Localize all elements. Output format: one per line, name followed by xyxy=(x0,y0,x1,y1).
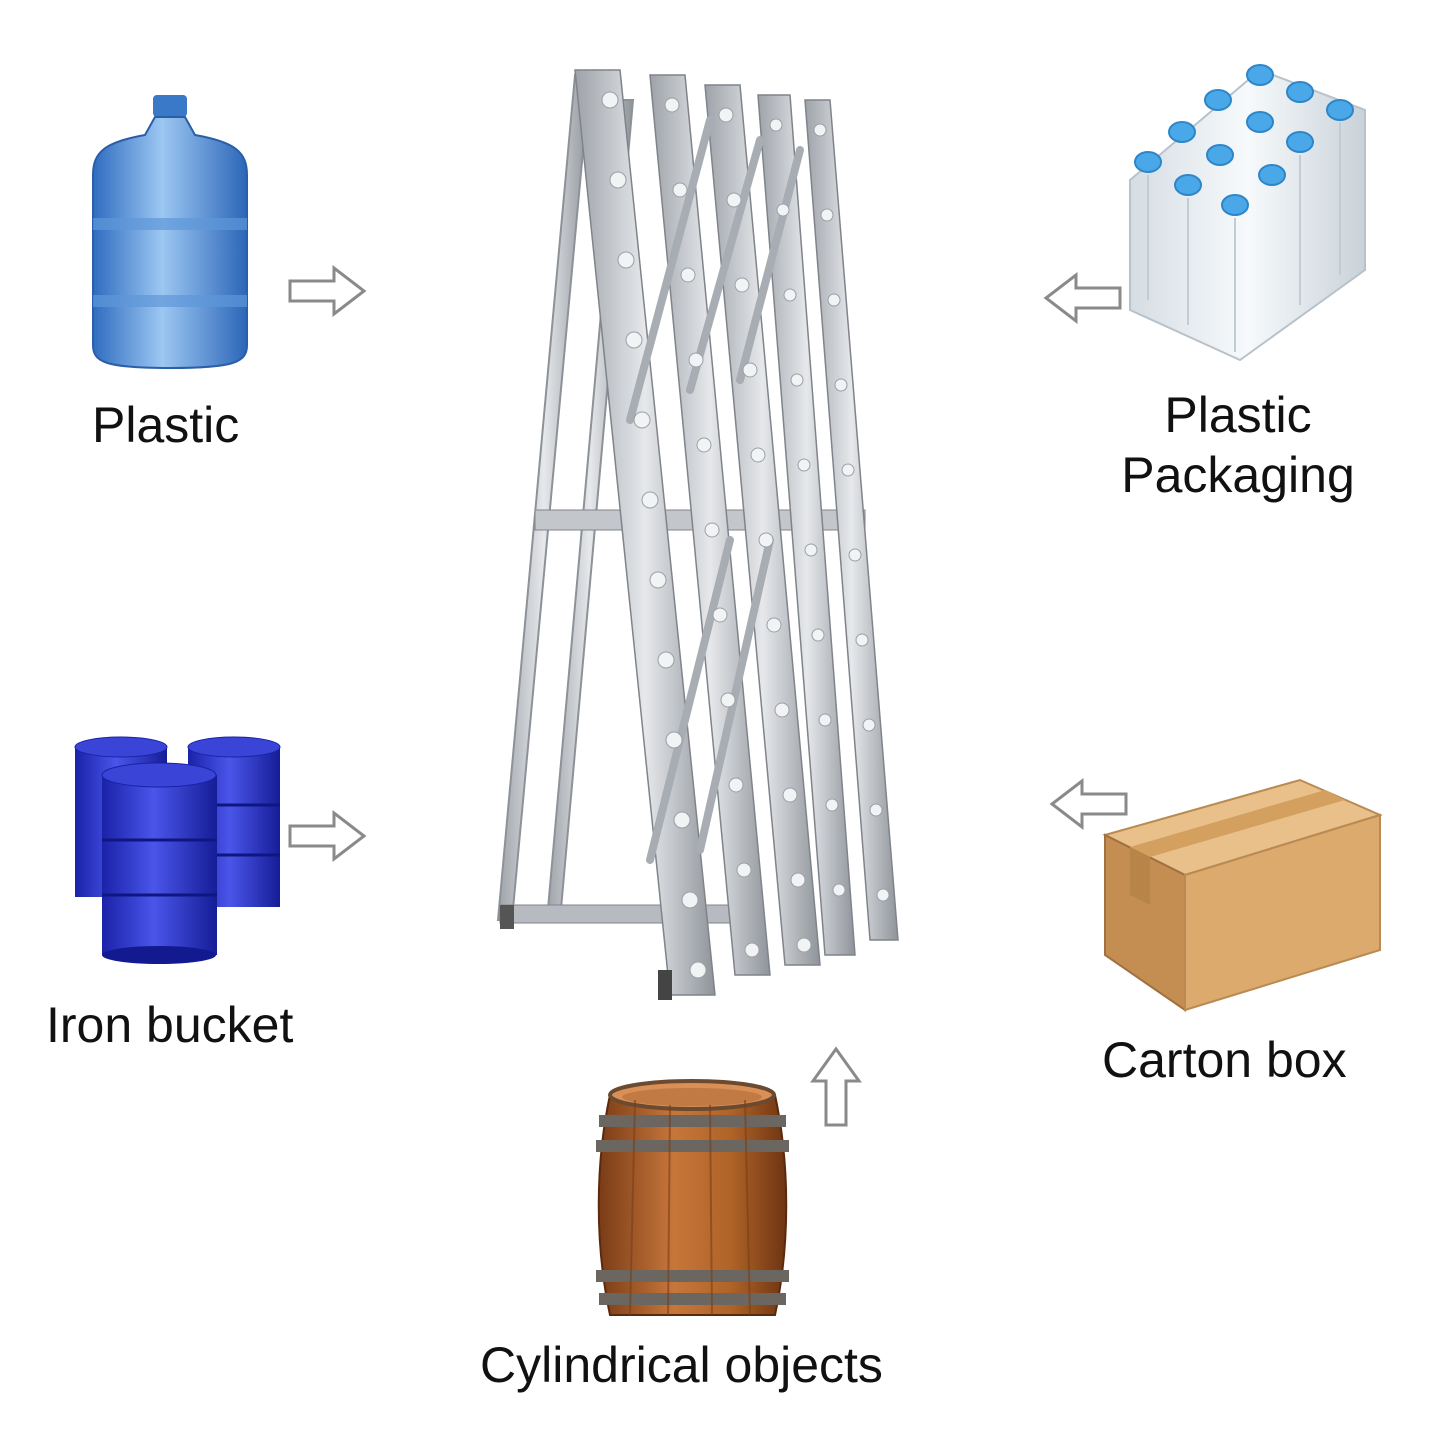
label-cylindrical-objects: Cylindrical objects xyxy=(480,1337,883,1393)
bottle-pack-icon xyxy=(1129,64,1366,362)
label-carton-box: Carton box xyxy=(1102,1032,1347,1088)
flow-rack-icon xyxy=(496,69,899,1000)
carton-box-icon xyxy=(1102,778,1383,1012)
label-iron-bucket: Iron bucket xyxy=(46,997,294,1053)
arrow-icon-plastic xyxy=(288,265,367,317)
water-jug-icon xyxy=(92,95,248,370)
label-plastic: Plastic xyxy=(92,397,240,453)
steel-drum-icon xyxy=(74,736,281,964)
label-plastic-packaging-line2: Packaging xyxy=(1121,447,1355,503)
arrow-icon-cylindrical xyxy=(810,1046,862,1127)
arrow-icon-iron-bucket xyxy=(288,810,367,862)
label-plastic-packaging-line1: Plastic xyxy=(1164,387,1312,443)
arrow-icon-plastic-packaging xyxy=(1043,272,1122,324)
label-plastic-packaging: Plastic Packaging xyxy=(1108,385,1368,505)
arrow-icon-carton-box xyxy=(1049,778,1128,830)
wooden-barrel-icon xyxy=(596,1079,789,1316)
